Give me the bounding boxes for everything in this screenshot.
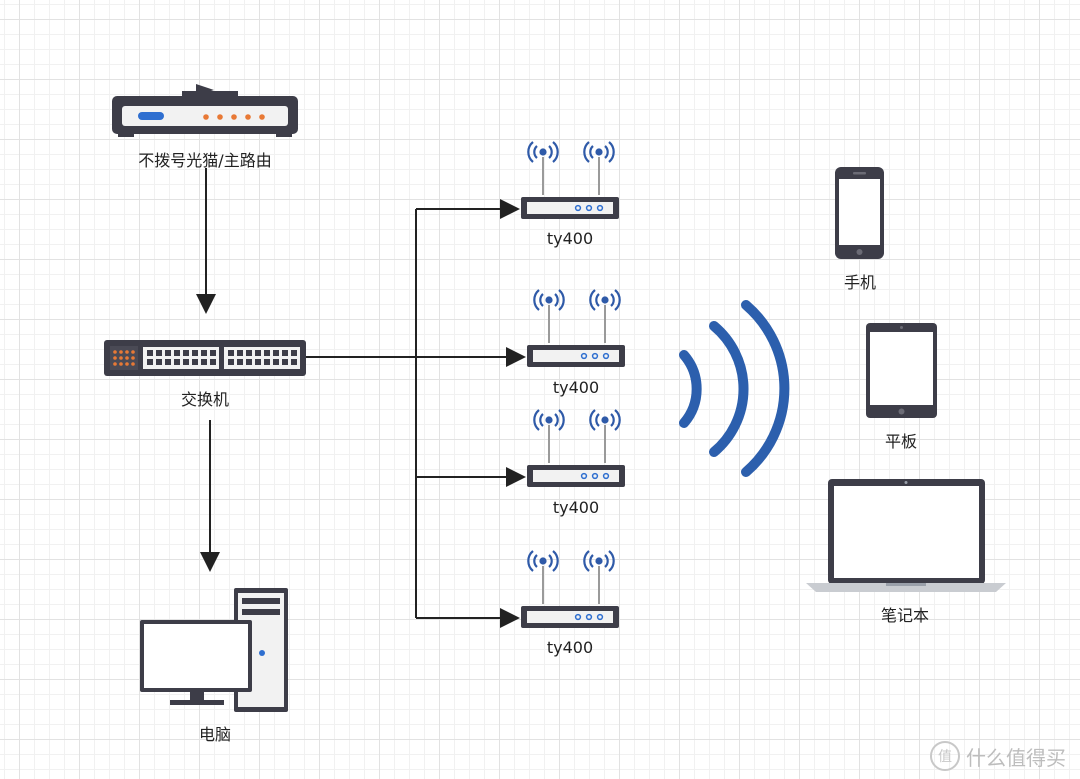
ap-router-1-icon <box>519 140 621 221</box>
laptop-icon <box>806 479 1006 592</box>
ap-router-2-icon <box>525 288 627 369</box>
ap1-label: ty400 <box>546 229 594 248</box>
tablet-label: 平板 <box>884 432 918 451</box>
modem-router-icon <box>112 84 298 137</box>
pc-label: 电脑 <box>198 725 232 744</box>
ap3-label: ty400 <box>552 498 600 517</box>
switch-icon <box>104 340 306 376</box>
ap-router-3-icon <box>525 408 627 489</box>
ap4-label: ty400 <box>546 638 594 657</box>
watermark: 值 什么值得买 <box>930 741 1066 771</box>
wifi-signal-icon <box>679 300 790 477</box>
connector-lines <box>196 168 526 628</box>
phone-label: 手机 <box>843 273 877 292</box>
watermark-logo-icon: 值 <box>930 741 960 771</box>
ap2-label: ty400 <box>552 378 600 397</box>
watermark-text: 什么值得买 <box>966 745 1066 770</box>
smartphone-icon <box>835 167 884 259</box>
switch-label: 交换机 <box>180 390 230 409</box>
desktop-pc-icon <box>140 588 288 712</box>
laptop-label: 笔记本 <box>880 606 930 625</box>
tablet-icon <box>866 323 937 418</box>
modem-label: 不拨号光猫/主路由 <box>138 151 272 170</box>
ap-router-4-icon <box>519 549 621 630</box>
